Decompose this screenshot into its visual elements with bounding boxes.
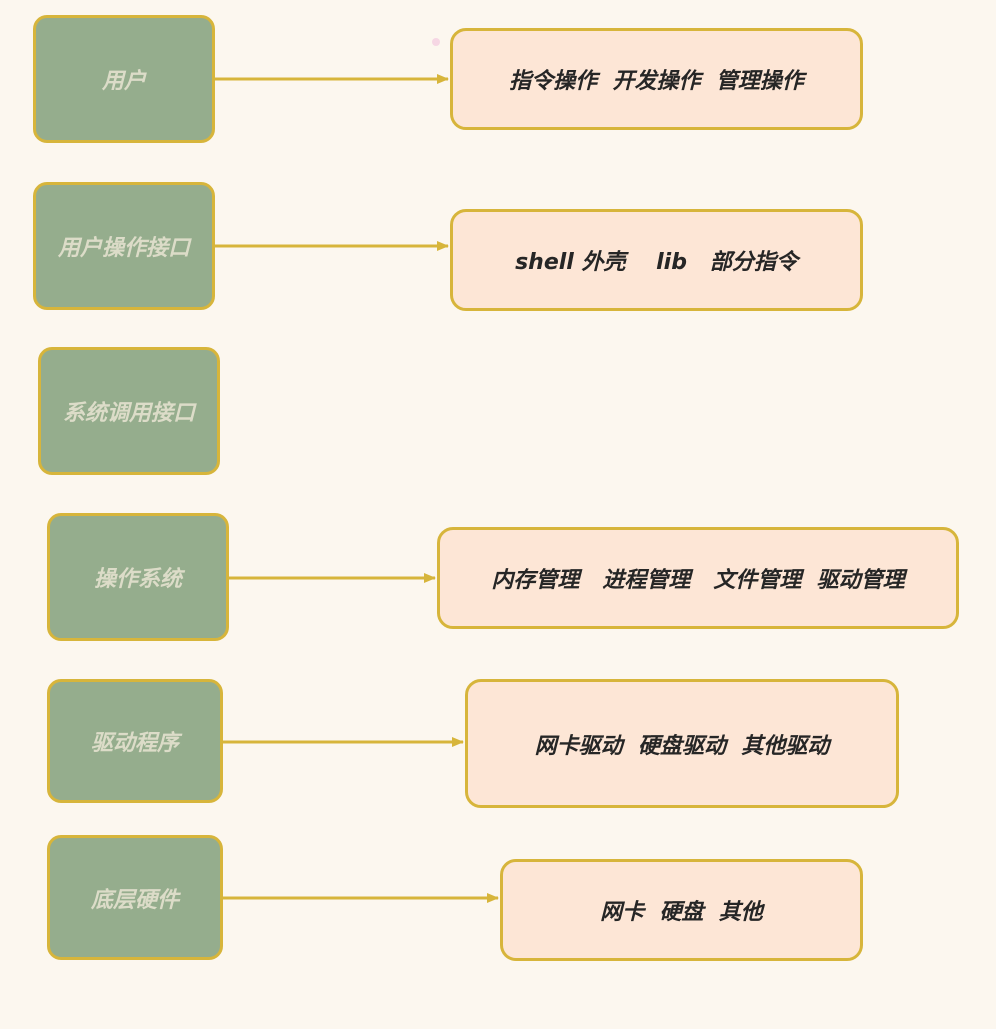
layer-syscall-box: 系统调用接口: [38, 347, 220, 475]
detail-drivers-box: 网卡驱动 硬盘驱动 其他驱动: [465, 679, 899, 808]
detail-user-interface-text: shell 外壳 lib 部分指令: [515, 250, 798, 275]
detail-user-interface-box: shell 外壳 lib 部分指令: [450, 209, 863, 311]
layer-user-interface-box: 用户操作接口: [33, 182, 215, 310]
detail-os-box: 内存管理 进程管理 文件管理 驱动管理: [437, 527, 959, 629]
layer-os-label: 操作系统: [93, 567, 182, 592]
detail-hardware-text: 网卡 硬盘 其他: [600, 900, 763, 925]
detail-drivers-text: 网卡驱动 硬盘驱动 其他驱动: [534, 733, 830, 759]
detail-user-text: 指令操作 开发操作 管理操作: [509, 69, 804, 94]
layer-user-box: 用户: [33, 15, 215, 143]
detail-hardware-box: 网卡 硬盘 其他: [500, 859, 863, 961]
layer-hardware-label: 底层硬件: [90, 887, 179, 913]
detail-user-box: 指令操作 开发操作 管理操作: [450, 28, 863, 130]
layer-drivers-label: 驱动程序: [90, 731, 179, 756]
layer-user-interface-label: 用户操作接口: [57, 236, 190, 261]
layer-syscall-label: 系统调用接口: [62, 401, 195, 426]
detail-os-text: 内存管理 进程管理 文件管理 驱动管理: [491, 568, 905, 593]
layer-drivers-box: 驱动程序: [47, 679, 223, 803]
decorative-dot: [432, 38, 440, 46]
layer-user-label: 用户: [101, 69, 146, 94]
layer-os-box: 操作系统: [47, 513, 229, 641]
layer-hardware-box: 底层硬件: [47, 835, 223, 960]
